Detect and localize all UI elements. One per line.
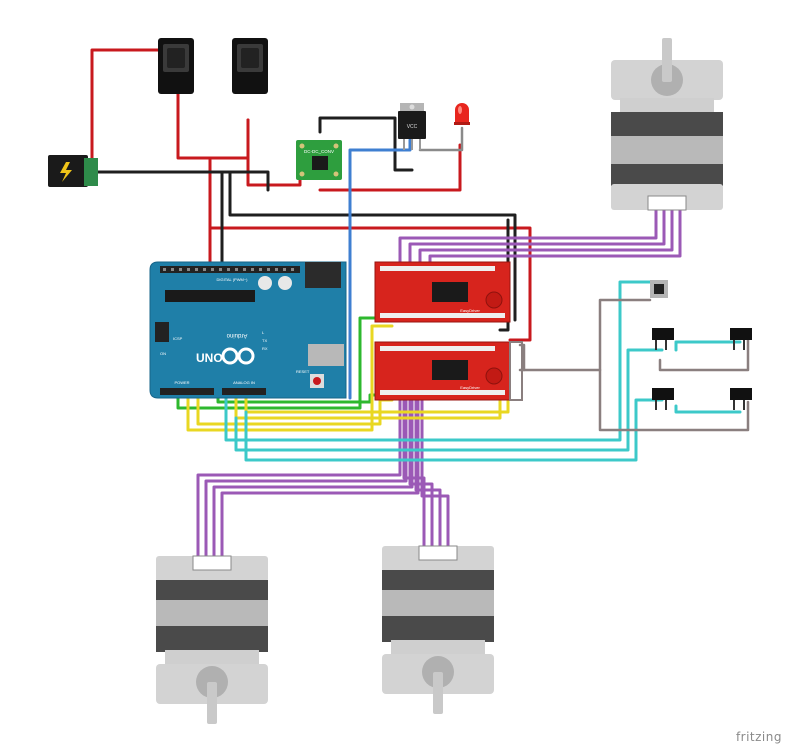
analog-header [222,388,266,395]
fritzing-watermark: fritzing [735,730,782,744]
easydriver-2: EasyDriver [374,341,511,401]
rocker-switch-1[interactable] [158,38,194,94]
on-label: ON [160,351,166,356]
motor-shaft [433,672,443,714]
purple-wires-bottom [196,348,450,562]
red-led [454,103,470,125]
microcontroller-chip [165,290,255,302]
motor-shaft [662,38,672,82]
limit-switch-2[interactable] [730,328,752,350]
push-button[interactable] [650,280,668,298]
tx-label: TX [262,338,267,343]
motor-connector [192,555,232,571]
arduino-uno-board: DIGITAL (PWM~) ICSP UNO Arduino TX RX L … [149,261,347,399]
uno-label: UNO [196,351,223,365]
capacitor [258,276,272,290]
limit-switch-3[interactable] [652,388,674,410]
dc-dc-converter: DC-DC_CONV [296,140,342,180]
power-header-label: POWER [174,380,189,385]
motor-connector [647,195,687,211]
motor-connector [418,545,458,561]
arduino-infinity-icon [221,347,255,365]
reset-label: RESET [296,369,310,374]
rx-label: RX [262,346,268,351]
driver-2-connector [509,341,523,401]
l-label: L [262,330,265,335]
driver-chip [432,360,468,380]
easydriver-1: EasyDriver [374,261,511,323]
potentiometer[interactable] [485,291,503,309]
cyan-wires [224,280,742,462]
digital-header-label: DIGITAL (PWM~) [217,277,249,282]
stepper-motor-bottom-left [156,555,268,724]
driver-2-title: EasyDriver [460,385,480,390]
driver-chip [432,282,468,302]
icsp-label: ICSP [173,336,183,341]
wires [90,48,750,562]
capacitor [278,276,292,290]
regulator-label: VCC [407,124,418,130]
stepper-motor-top [611,38,723,211]
dc-barrel-jack [48,155,98,187]
led-wire [418,126,464,152]
blue-wire [348,138,412,400]
analog-header-label: ANALOG IN [233,380,255,385]
limit-switch-4[interactable] [730,388,752,410]
motor-shaft [207,682,217,724]
power-jack [308,344,344,366]
power-bolt-icon [60,162,72,182]
driver-1-title: EasyDriver [460,308,480,313]
power-header [160,388,214,395]
icsp-header [155,322,169,342]
potentiometer[interactable] [485,367,503,385]
voltage-regulator: VCC [398,103,426,150]
limit-switch-1[interactable] [652,328,674,350]
arduino-brand: Arduino [226,332,247,338]
stepper-motor-bottom-center [382,545,494,714]
rocker-switch-2[interactable] [232,38,268,94]
dcdc-label: DC-DC_CONV [304,149,334,154]
usb-port [305,262,341,288]
